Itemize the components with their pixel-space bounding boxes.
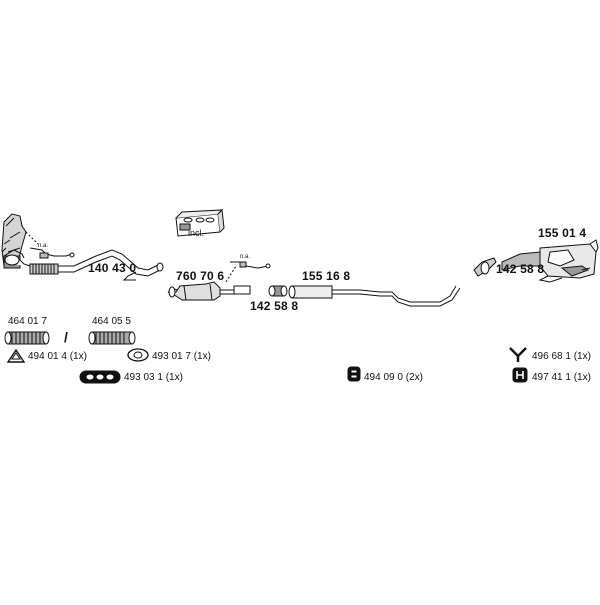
h-mount-icon: [512, 367, 528, 383]
y-hanger-label: 496 68 1 (1x): [532, 351, 591, 362]
clamp-rear: [473, 257, 497, 277]
middle-silencer: [288, 285, 461, 307]
catalyst-label: 760 70 6: [176, 269, 225, 283]
alternative-separator: /: [64, 329, 69, 345]
rubber-mount-label: 494 09 0 (2x): [364, 372, 423, 383]
front-pipe-label: 140 43 0: [88, 261, 137, 275]
clamp-rear-label: 142 58 8: [496, 262, 545, 276]
flex-pipe-a-icon: [4, 331, 50, 345]
lambda-sensor-center: [225, 261, 271, 283]
catalytic-converter: [167, 281, 251, 301]
ring-label: 494 01 4 (1x): [28, 351, 87, 362]
front-pipe: [3, 249, 164, 281]
oval-gasket-label: 493 01 7 (1x): [152, 351, 211, 362]
sealing-ring-icon: [6, 348, 26, 363]
triple-gasket-label: 493 03 1 (1x): [124, 372, 183, 383]
na-sensor-note: n.a.: [240, 254, 251, 260]
flex-pipe-a-label: 464 01 7: [8, 316, 47, 327]
clamp-center-label: 142 58 8: [250, 299, 299, 313]
rubber-mount-icon: [347, 366, 361, 382]
oval-gasket-icon: [127, 348, 149, 362]
rear-silencer: [501, 239, 599, 283]
middle-silencer-label: 155 16 8: [302, 269, 351, 283]
y-hanger-icon: [509, 347, 527, 362]
included-parts-box: [175, 208, 225, 237]
na-manifold-note: n.a.: [38, 243, 49, 249]
h-mount-label: 497 41 1 (1x): [532, 372, 591, 383]
triple-gasket-icon: [79, 370, 121, 384]
clamp-center: [268, 285, 288, 297]
rear-silencer-label: 155 01 4: [538, 226, 587, 240]
flex-pipe-b-icon: [88, 331, 136, 345]
incl-label: incl.: [188, 228, 205, 238]
lambda-sensor-left: [25, 231, 75, 259]
flex-pipe-b-label: 464 05 5: [92, 316, 131, 327]
